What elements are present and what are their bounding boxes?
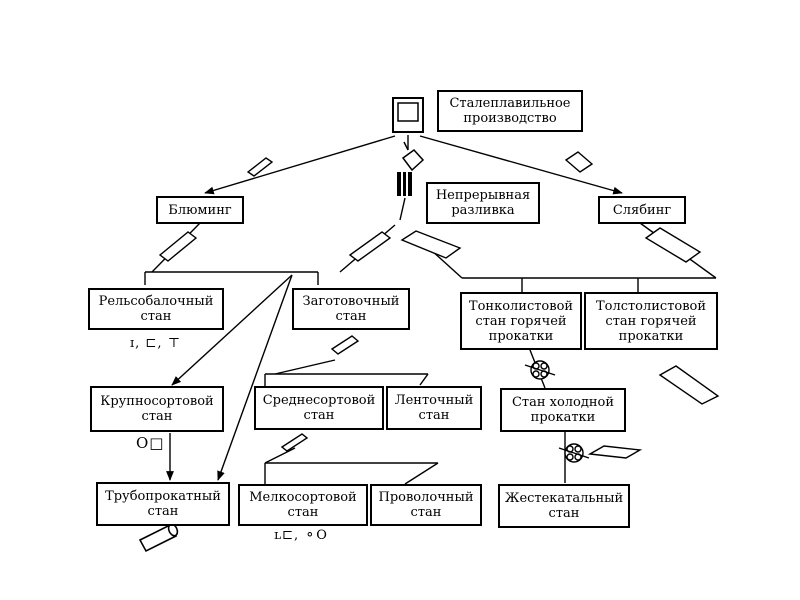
- node-slabbing: Слябинг: [598, 196, 686, 224]
- converter-icon: [392, 97, 424, 133]
- node-rail-line2: стан: [140, 309, 172, 324]
- flow-line-steel-blooming: [204, 135, 396, 195]
- flow-line-billet-down: [274, 359, 336, 375]
- node-thick-line3: прокатки: [618, 328, 684, 344]
- bloom-billet-icon: [158, 157, 392, 452]
- node-wire-line1: Проволочный: [378, 490, 474, 505]
- sheet-icon: [400, 230, 720, 459]
- small-section-profile-label: ʟ⊏, ⚬O: [274, 528, 328, 543]
- node-continuous-casting: Непрерывная разливка: [426, 182, 540, 224]
- node-thick-line2: стан горячей: [605, 313, 697, 329]
- node-cold-line1: Стан холодной: [511, 395, 615, 410]
- node-slabbing-line1: Слябинг: [612, 202, 672, 218]
- large-section-profile-label: O□: [136, 434, 165, 452]
- node-thin-line2: стан горячей: [475, 313, 567, 329]
- node-wire-mill: Проволочный стан: [370, 484, 482, 526]
- flow-line-steel-slabbing: [419, 135, 623, 195]
- node-casting-line2: разливка: [451, 203, 515, 218]
- node-strip-mill: Ленточный стан: [386, 386, 482, 430]
- node-wire-line2: стан: [410, 505, 442, 520]
- node-billet-mill: Заготовочный стан: [292, 288, 410, 330]
- node-medium-section-mill: Среднесортовой стан: [254, 386, 384, 430]
- pipe-icon: [138, 523, 179, 553]
- flow-line-casting-stem-2: [399, 197, 406, 221]
- node-pipe-line2: стан: [147, 504, 179, 519]
- node-tin-line1: Жестекатальный: [504, 491, 624, 506]
- node-large-section-mill: Крупносортовой стан: [90, 386, 224, 432]
- flow-line-to-large-section: [171, 274, 293, 386]
- node-strip-line2: стан: [418, 408, 450, 423]
- node-thin-line1: Тонколистовой: [468, 298, 574, 314]
- flow-line-to-wire: [404, 462, 439, 485]
- flow-line-medium-down: [264, 447, 296, 464]
- node-tin-line2: стан: [548, 506, 580, 521]
- node-thin-sheet-hot-mill: Тонколистовой стан горячей прокатки: [460, 292, 582, 350]
- node-steelmaking-line2: производство: [463, 111, 557, 126]
- node-thin-line3: прокатки: [488, 328, 554, 344]
- node-pipe-rolling-mill: Трубопрокатный стан: [96, 482, 230, 526]
- flow-line-to-pipe: [217, 274, 293, 481]
- node-strip-line1: Ленточный: [394, 393, 474, 408]
- roll-stand-icon: [524, 360, 590, 463]
- node-cold-line2: прокатки: [530, 410, 596, 425]
- node-steelmaking-line1: Сталеплавильное: [449, 96, 571, 111]
- node-thick-line1: Толстолистовой: [595, 298, 707, 314]
- node-pipe-line1: Трубопрокатный: [105, 489, 221, 504]
- node-billet-line2: стан: [335, 309, 367, 324]
- ladle-icon: [401, 141, 425, 172]
- node-rail-beam-mill: Рельсобалочный стан: [88, 288, 224, 330]
- node-medium-line1: Среднесортовой: [262, 393, 376, 408]
- flow-line-to-strip: [419, 373, 429, 386]
- node-tin-rolling-mill: Жестекатальный стан: [498, 484, 630, 528]
- node-steelmaking: Сталеплавильное производство: [437, 90, 583, 132]
- node-blooming: Блюминг: [156, 196, 244, 224]
- node-small-line1: Мелкосортовой: [249, 490, 357, 505]
- node-casting-line1: Непрерывная: [435, 188, 531, 203]
- casting-mold-icon: [397, 172, 412, 196]
- node-large-line2: стан: [141, 409, 173, 424]
- node-small-section-mill: Мелкосортовой стан: [238, 484, 368, 526]
- node-thick-sheet-hot-mill: Толстолистовой стан горячей прокатки: [584, 292, 718, 350]
- rail-profile-label: ɪ, ⊏, ⊤: [130, 336, 181, 351]
- node-rail-line1: Рельсобалочный: [98, 294, 214, 309]
- node-small-line2: стан: [287, 505, 319, 520]
- slab-icon: [564, 151, 702, 263]
- node-large-line1: Крупносортовой: [100, 394, 214, 409]
- node-cold-rolling-mill: Стан холодной прокатки: [500, 388, 626, 432]
- node-billet-line1: Заготовочный: [302, 294, 400, 309]
- node-blooming-line1: Блюминг: [168, 202, 232, 218]
- node-medium-line2: стан: [303, 408, 335, 423]
